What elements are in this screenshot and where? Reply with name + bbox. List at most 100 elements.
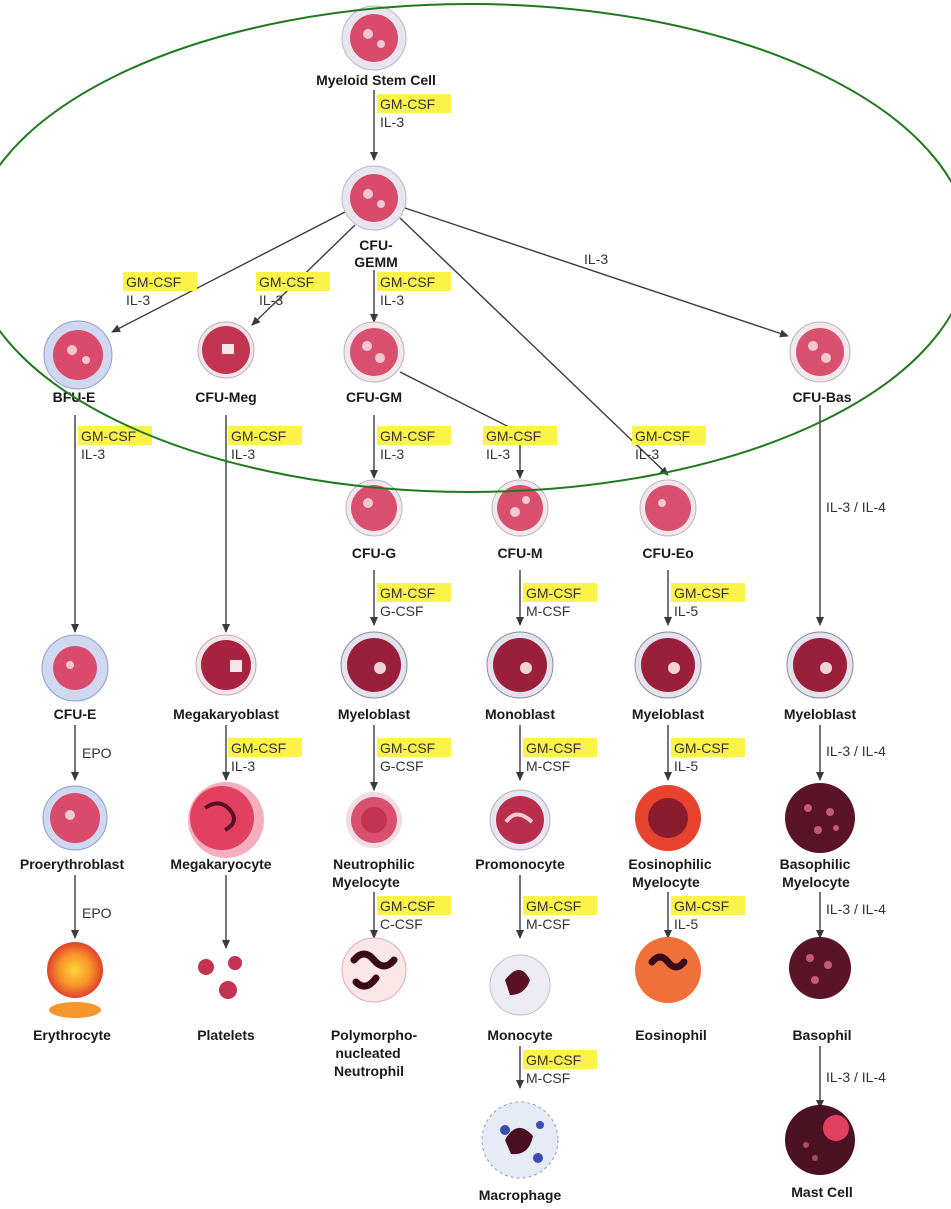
label-cfu-meg: CFU-Meg: [195, 389, 256, 405]
cell-monoblast: [486, 631, 554, 699]
factor-m-csf: M-CSF: [526, 758, 570, 774]
arrows: [71, 90, 824, 1109]
label-erythrocyte: Erythrocyte: [33, 1027, 111, 1043]
label-macrophage: Macrophage: [479, 1187, 562, 1203]
cell-cfu-bas: [789, 321, 851, 383]
label-cfu-gemm-2: GEMM: [354, 254, 398, 270]
factor-gm-csf: GM-CSF: [635, 428, 690, 444]
cell-cfu-eo: [639, 479, 697, 537]
highlight: [523, 583, 597, 602]
factor-epo: EPO: [82, 745, 112, 761]
factor-gm-csf: GM-CSF: [231, 428, 286, 444]
label-cfu-gm: CFU-GM: [346, 389, 402, 405]
cell-myeloid-stem: [341, 5, 407, 71]
label-cfu-gemm-1: CFU-: [359, 237, 393, 253]
factor-gm-csf: GM-CSF: [526, 740, 581, 756]
highlight: [523, 1050, 597, 1069]
factor-il3-il4: IL-3 / IL-4: [826, 499, 886, 515]
factor-gm-csf: GM-CSF: [674, 898, 729, 914]
factor-il5: IL-5: [674, 603, 698, 619]
cell-cfu-meg: [197, 321, 255, 379]
arrow-gemm-to-bfue: [111, 211, 346, 333]
label-megakaryoblast: Megakaryoblast: [173, 706, 279, 722]
cell-labels: Myeloid Stem Cell CFU- GEMM BFU-E CFU-Me…: [20, 72, 857, 1203]
factor-il5: IL-5: [674, 916, 698, 932]
cell-erythrocyte: [47, 942, 103, 1018]
cell-myeloblast-eo: [634, 631, 702, 699]
factor-il3: IL-3: [231, 446, 255, 462]
factor-g-csf: G-CSF: [380, 758, 424, 774]
label-monoblast: Monoblast: [485, 706, 555, 722]
cell-cfu-gm: [343, 321, 405, 383]
label-monocyte: Monocyte: [487, 1027, 553, 1043]
factor-m-csf: M-CSF: [526, 1070, 570, 1086]
label-pmn-3: Neutrophil: [334, 1063, 404, 1079]
cell-basophilic-myelocyte: [785, 783, 855, 853]
cell-basophil: [789, 937, 851, 999]
highlight: [377, 583, 451, 602]
factor-il3: IL-3: [231, 758, 255, 774]
cell-bfu-e: [43, 320, 113, 390]
label-platelets: Platelets: [197, 1027, 255, 1043]
label-cfu-g: CFU-G: [352, 545, 396, 561]
highlight: [377, 272, 451, 291]
label-pmn-2: nucleated: [335, 1045, 400, 1061]
factor-g-csf: G-CSF: [380, 603, 424, 619]
highlight: [377, 426, 451, 445]
highlight: [671, 583, 745, 602]
label-myeloblast-g: Myeloblast: [338, 706, 411, 722]
cell-cfu-gemm: [341, 165, 407, 231]
label-neutrophilic-myelocyte-1: Neutrophilic: [333, 856, 415, 872]
highlight: [123, 272, 197, 291]
label-basophil: Basophil: [792, 1027, 851, 1043]
factor-il3-il4: IL-3 / IL-4: [826, 1069, 886, 1085]
cell-myeloblast-bas: [786, 631, 854, 699]
label-eosinophilic-myelocyte-1: Eosinophilic: [628, 856, 711, 872]
factor-gm-csf: GM-CSF: [259, 274, 314, 290]
factor-gm-csf: GM-CSF: [380, 740, 435, 756]
label-cfu-bas: CFU-Bas: [792, 389, 851, 405]
cell-eosinophil: [635, 937, 701, 1003]
highlight: [523, 896, 597, 915]
highlight-ellipse: [0, 3, 951, 493]
highlight: [671, 896, 745, 915]
factor-gm-csf: GM-CSF: [380, 898, 435, 914]
cell-eosinophilic-myelocyte: [635, 785, 701, 851]
highlight: [483, 426, 557, 445]
factor-c-csf: C-CSF: [380, 916, 423, 932]
label-proerythroblast: Proerythroblast: [20, 856, 125, 872]
factor-gm-csf: GM-CSF: [380, 274, 435, 290]
cell-proerythroblast: [42, 785, 108, 851]
highlight: [671, 738, 745, 757]
factor-il3: IL-3: [126, 292, 150, 308]
highlight: [256, 272, 330, 291]
factor-gm-csf: GM-CSF: [380, 428, 435, 444]
factor-il3: IL-3: [635, 446, 659, 462]
factor-il3: IL-3: [380, 446, 404, 462]
label-myeloblast-eo: Myeloblast: [632, 706, 705, 722]
factor-il3: IL-3: [81, 446, 105, 462]
label-basophilic-myelocyte-2: Myelocyte: [782, 874, 850, 890]
cells: [41, 5, 855, 1179]
factor-gm-csf: GM-CSF: [81, 428, 136, 444]
factor-gm-csf: GM-CSF: [380, 585, 435, 601]
cell-megakaryocyte: [188, 782, 264, 858]
label-pmn-1: Polymorpho-: [331, 1027, 418, 1043]
cell-cfu-e: [41, 634, 109, 702]
factor-gm-csf: GM-CSF: [674, 740, 729, 756]
highlight: [228, 738, 302, 757]
factor-gm-csf: GM-CSF: [526, 1052, 581, 1068]
label-eosinophilic-myelocyte-2: Myelocyte: [632, 874, 700, 890]
cell-monocyte: [489, 954, 551, 1016]
label-cfu-e: CFU-E: [54, 706, 97, 722]
factor-il3: IL-3: [584, 251, 608, 267]
label-eosinophil: Eosinophil: [635, 1027, 707, 1043]
factor-il3: IL-3: [380, 292, 404, 308]
factor-gm-csf: GM-CSF: [526, 585, 581, 601]
highlight: [523, 738, 597, 757]
cell-neutrophilic-myelocyte: [346, 792, 402, 848]
cell-cfu-g: [345, 479, 403, 537]
cell-promonocyte: [489, 789, 551, 851]
highlight: [377, 896, 451, 915]
